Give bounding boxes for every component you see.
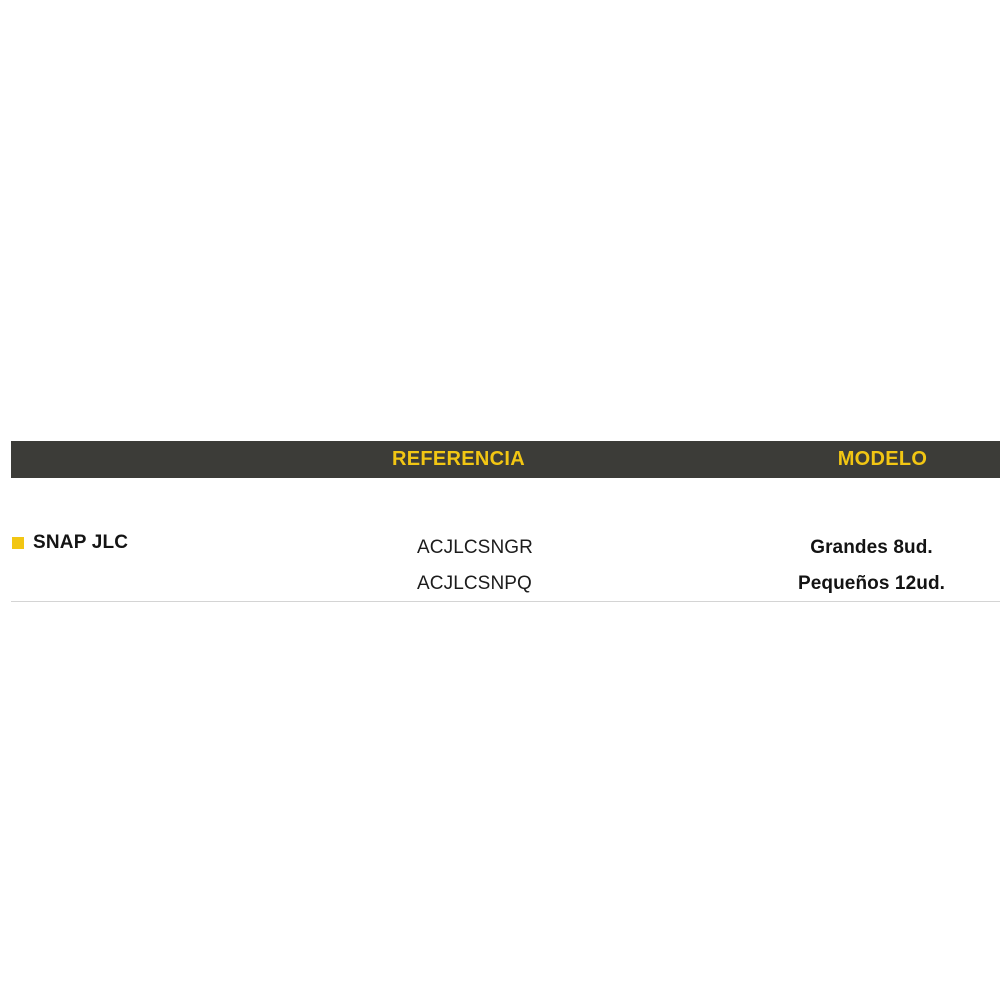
table-header-bar: REFERENCIA MODELO [11, 441, 1000, 478]
cell-referencia: ACJLCSNPQ [417, 573, 532, 594]
table-row: ACJLCSNPQ Pequeños 12ud. [0, 566, 1000, 602]
table-body: SNAP JLC ACJLCSNGR Grandes 8ud. ACJLCSNP… [0, 478, 1000, 602]
product-spec-table: REFERENCIA MODELO SNAP JLC ACJLCSNGR Gra… [0, 441, 1000, 602]
cell-referencia: ACJLCSNGR [417, 537, 533, 558]
table-row: ACJLCSNGR Grandes 8ud. [0, 530, 1000, 566]
yellow-square-bullet-icon [12, 536, 24, 549]
column-header-referencia: REFERENCIA [392, 448, 526, 470]
product-name: SNAP JLC [33, 532, 129, 553]
product-label-cell: SNAP JLC [12, 533, 128, 552]
table-bottom-rule [11, 601, 1000, 602]
column-header-modelo: MODELO [837, 448, 928, 470]
cell-modelo: Pequeños 12ud. [797, 573, 946, 594]
cell-modelo: Grandes 8ud. [810, 537, 933, 558]
